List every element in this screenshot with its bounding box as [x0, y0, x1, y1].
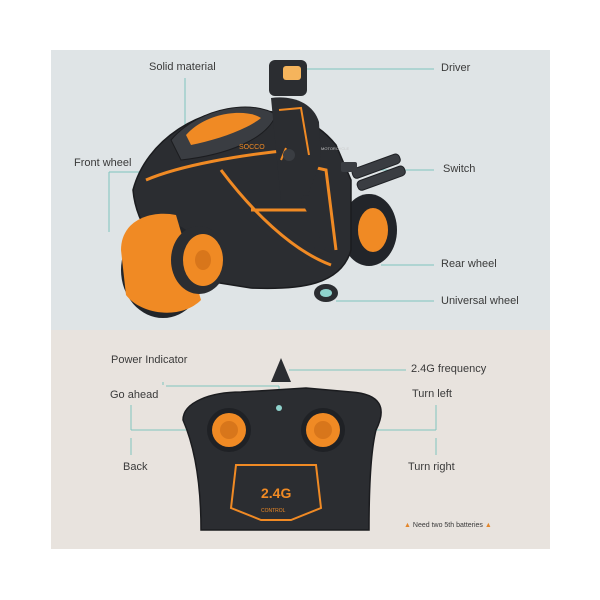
label-switch: Switch — [443, 163, 476, 175]
motorcycle-panel: SOCCO MOTORCYCLE Solid material Driver F… — [51, 50, 550, 330]
motorcycle-illustration: SOCCO MOTORCYCLE — [108, 60, 434, 318]
rear-wheel — [341, 194, 397, 266]
label-turn-left: Turn left — [412, 388, 452, 400]
label-driver: Driver — [441, 62, 471, 74]
side-text: SOCCO — [239, 144, 265, 151]
label-solid-material: Solid material — [149, 61, 216, 73]
power-indicator-light — [276, 405, 282, 411]
label-power-indicator: Power Indicator — [111, 354, 188, 366]
label-turn-right: Turn right — [408, 461, 455, 473]
driver-figure — [269, 60, 332, 255]
front-wheel — [121, 213, 227, 318]
label-front-wheel: Front wheel — [74, 157, 132, 169]
label-rear-wheel: Rear wheel — [441, 258, 497, 270]
label-back: Back — [123, 461, 148, 473]
right-joystick — [301, 408, 345, 452]
switch-part — [341, 162, 357, 172]
label-go-ahead: Go ahead — [110, 389, 159, 401]
left-joystick — [207, 408, 251, 452]
badge-sub: CONTROL — [261, 508, 286, 514]
antenna — [271, 358, 291, 382]
badge-main: 2.4G — [261, 485, 291, 501]
label-universal-wheel: Universal wheel — [441, 295, 519, 307]
controller-panel: 2.4G CONTROL Power Indicator 2.4G freque… — [51, 330, 550, 549]
side-text-2: MOTORCYCLE — [321, 146, 349, 151]
battery-note: ▲ Need two 5th batteries ▲ — [404, 522, 492, 529]
badge-frame — [229, 464, 323, 521]
controller-illustration: 2.4G CONTROL — [130, 358, 437, 531]
universal-wheel — [314, 284, 338, 302]
triangle-icon: ▲ — [484, 522, 492, 529]
battery-note-text: Need two 5th batteries — [412, 522, 483, 529]
triangle-icon: ▲ — [404, 522, 411, 529]
label-frequency: 2.4G frequency — [411, 363, 487, 375]
